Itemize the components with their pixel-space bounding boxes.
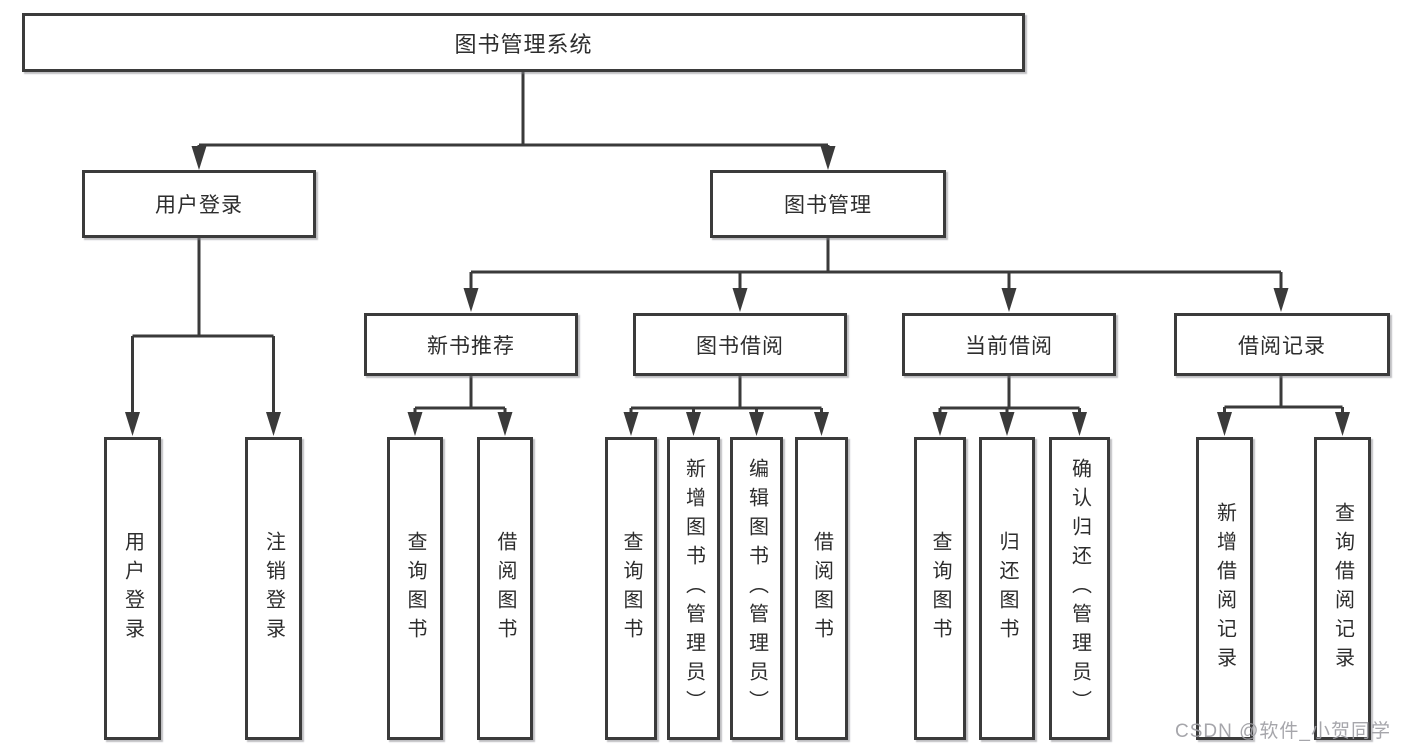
node-label: 用户登录	[121, 530, 144, 647]
leaf-query-borrow-record: 查询借阅记录	[1314, 437, 1371, 740]
csdn-watermark: CSDN @软件_小贺同学	[1175, 721, 1391, 742]
node-label: 查询图书	[620, 530, 642, 647]
leaf-add-books-admin: 新增图书（管理员）	[667, 437, 720, 740]
node-label: 当前借阅	[965, 334, 1053, 358]
node-label: 借阅图书	[494, 530, 516, 647]
node-label: 新增借阅记录	[1213, 501, 1236, 676]
node-book-management: 图书管理	[710, 170, 946, 238]
leaf-logout: 注销登录	[245, 437, 302, 740]
node-root-library-system: 图书管理系统	[22, 13, 1025, 72]
arrowheads	[125, 146, 1350, 436]
leaf-query-books-current: 查询图书	[914, 437, 966, 740]
node-label: 新书推荐	[427, 334, 515, 358]
node-label: 编辑图书（管理员）	[745, 458, 768, 719]
node-label: 图书管理	[784, 194, 872, 217]
node-borrowing-records: 借阅记录	[1174, 313, 1390, 376]
node-label: 确认归还（管理员）	[1068, 458, 1091, 719]
node-label: 图书借阅	[696, 334, 784, 358]
leaf-query-books-recommend: 查询图书	[387, 437, 443, 740]
node-label: 归还图书	[996, 530, 1018, 647]
node-new-book-recommendation: 新书推荐	[364, 313, 578, 376]
node-label: 图书管理系统	[454, 31, 593, 57]
node-label: 用户登录	[155, 194, 243, 217]
node-user-login: 用户登录	[82, 170, 316, 238]
leaf-return-books: 归还图书	[979, 437, 1035, 740]
node-label: 新增图书（管理员）	[682, 458, 705, 719]
leaf-confirm-return-admin: 确认归还（管理员）	[1049, 437, 1110, 740]
node-current-borrowing: 当前借阅	[902, 313, 1116, 376]
node-label: 查询图书	[929, 530, 951, 647]
leaf-borrow-books: 借阅图书	[795, 437, 848, 740]
leaf-add-borrow-record: 新增借阅记录	[1196, 437, 1253, 740]
leaf-borrow-books-recommend: 借阅图书	[477, 437, 533, 740]
node-label: 注销登录	[262, 530, 285, 647]
node-label: 查询图书	[404, 530, 426, 647]
node-label: 查询借阅记录	[1331, 501, 1354, 676]
node-label: 借阅图书	[810, 530, 833, 647]
node-book-borrowing: 图书借阅	[633, 313, 847, 376]
leaf-edit-books-admin: 编辑图书（管理员）	[730, 437, 783, 740]
node-label: 借阅记录	[1238, 334, 1326, 358]
leaf-user-login: 用户登录	[104, 437, 161, 740]
leaf-query-books-borrow: 查询图书	[605, 437, 657, 740]
